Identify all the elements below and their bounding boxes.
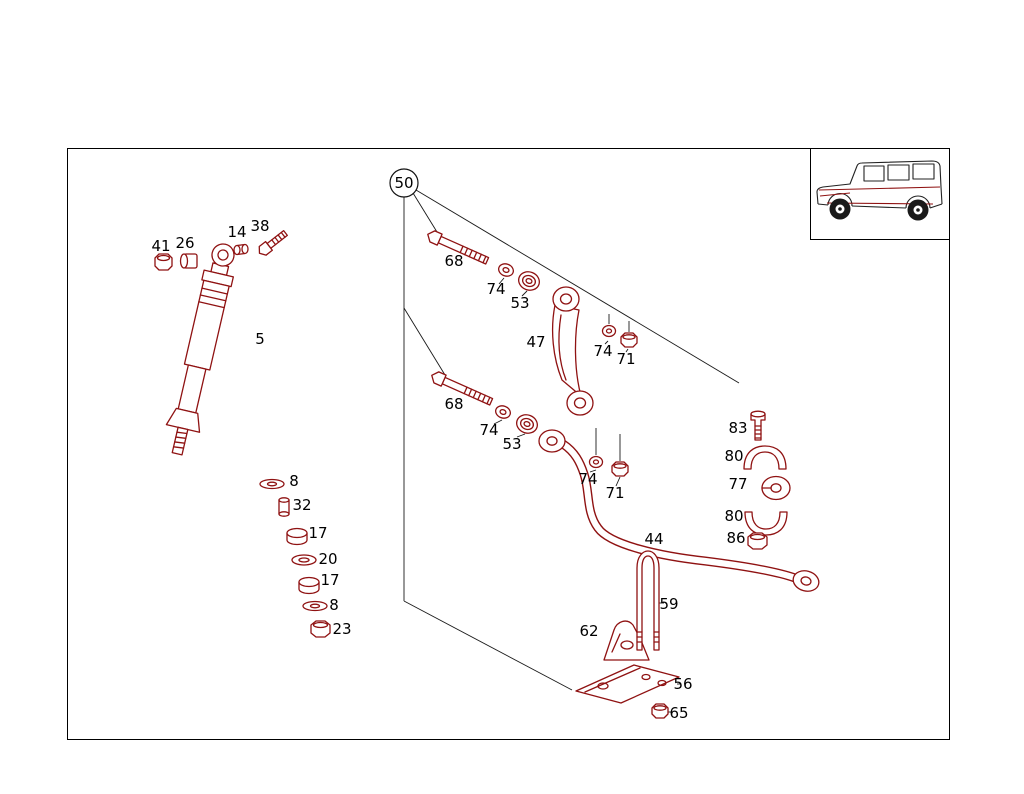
diagram-frame — [67, 148, 950, 740]
part-labels: 41 26 14 38 5 8 32 17 20 17 8 23 68 74 5… — [151, 217, 747, 722]
part-74-nut-upper — [601, 324, 617, 338]
part-label-41[interactable]: 41 — [151, 237, 170, 255]
vehicle-thumbnail — [810, 148, 950, 240]
callout-50[interactable]: 50 — [389, 168, 419, 198]
part-17-bushing-upper — [286, 527, 308, 546]
part-68-bolt-upper — [427, 230, 490, 265]
part-8-washer-lower — [302, 600, 328, 612]
part-20-washer — [291, 554, 317, 566]
part-label-74-upper[interactable]: 74 — [486, 280, 505, 298]
part-label-68-upper[interactable]: 68 — [444, 252, 463, 270]
part-label-8-lower[interactable]: 8 — [329, 596, 339, 614]
part-80-clamp-lower — [744, 511, 788, 536]
part-41-nut — [154, 253, 173, 271]
part-53-bushing-lower — [516, 414, 538, 434]
part-label-14[interactable]: 14 — [227, 223, 246, 241]
part-label-5[interactable]: 5 — [255, 330, 265, 348]
part-label-38[interactable]: 38 — [250, 217, 269, 235]
vehicle-rear-wheel — [907, 199, 929, 221]
part-71-nut-lower — [611, 461, 629, 477]
part-86-nut — [747, 532, 768, 550]
part-83-bolt — [750, 410, 766, 441]
part-14-spacer — [233, 243, 249, 256]
part-23-nut — [310, 620, 331, 638]
part-label-74-lower[interactable]: 74 — [479, 421, 498, 439]
part-77-bushing — [761, 475, 791, 501]
part-68-bolt-lower — [431, 371, 494, 406]
part-44-stabilizer-bar — [538, 429, 820, 592]
part-label-17-lower[interactable]: 17 — [320, 571, 339, 589]
part-label-53-lower[interactable]: 53 — [502, 435, 521, 453]
part-59-u-bolt — [636, 550, 660, 651]
vehicle-window — [887, 164, 910, 181]
leader-lines — [403, 189, 740, 713]
part-32-sleeve — [278, 497, 290, 517]
part-26-bushing — [179, 253, 198, 269]
part-label-26[interactable]: 26 — [175, 234, 194, 252]
part-5-shock-absorber — [165, 243, 235, 456]
part-8-washer-upper — [259, 478, 285, 490]
part-label-83[interactable]: 83 — [728, 419, 747, 437]
part-53-bushing-upper — [518, 271, 540, 291]
part-label-86[interactable]: 86 — [726, 529, 745, 547]
part-74-washer-upper — [498, 263, 514, 277]
part-label-17-upper[interactable]: 17 — [308, 524, 327, 542]
part-label-32[interactable]: 32 — [292, 496, 311, 514]
part-label-47[interactable]: 47 — [526, 333, 545, 351]
part-label-8-upper[interactable]: 8 — [289, 472, 299, 490]
part-label-23[interactable]: 23 — [332, 620, 351, 638]
part-label-80-lower[interactable]: 80 — [724, 507, 743, 525]
part-56-plate — [575, 664, 680, 704]
part-label-74-lower-right[interactable]: 74 — [578, 470, 597, 488]
callout-number: 50 — [394, 174, 413, 192]
part-label-56[interactable]: 56 — [673, 675, 692, 693]
vehicle-front-wheel — [829, 198, 851, 220]
part-label-68-lower[interactable]: 68 — [444, 395, 463, 413]
part-label-80-upper[interactable]: 80 — [724, 447, 743, 465]
part-71-nut-upper — [620, 332, 638, 348]
part-74-nut-lower — [588, 455, 604, 469]
vehicle-window — [912, 163, 935, 180]
part-label-77[interactable]: 77 — [728, 475, 747, 493]
part-label-71-lower[interactable]: 71 — [605, 484, 624, 502]
part-65-nut — [651, 703, 669, 719]
part-label-62[interactable]: 62 — [579, 622, 598, 640]
part-17-bushing-lower — [298, 576, 320, 595]
part-80-clamp-upper — [743, 445, 787, 470]
part-label-65[interactable]: 65 — [669, 704, 688, 722]
part-47-link — [551, 286, 594, 416]
vehicle-window — [863, 165, 885, 182]
part-38-bolt — [258, 229, 288, 256]
part-74-washer-lower — [495, 405, 511, 419]
part-label-59[interactable]: 59 — [659, 595, 678, 613]
part-label-74-upper-right[interactable]: 74 — [593, 342, 612, 360]
part-label-71-upper[interactable]: 71 — [616, 350, 635, 368]
part-label-53-upper[interactable]: 53 — [510, 294, 529, 312]
part-label-44[interactable]: 44 — [644, 530, 663, 548]
part-label-20[interactable]: 20 — [318, 550, 337, 568]
